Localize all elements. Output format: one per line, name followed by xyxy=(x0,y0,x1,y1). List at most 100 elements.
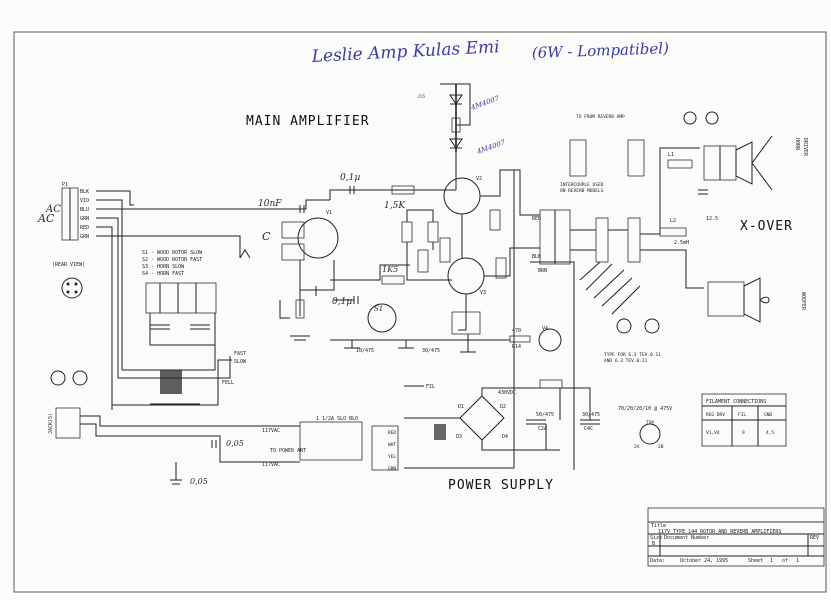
switch-slow-label: SLOW xyxy=(234,359,247,365)
filament-row-1-col-3: 4,5 xyxy=(766,430,774,436)
ot-red: RED xyxy=(532,216,541,222)
note-0-05-a: 0,05 xyxy=(226,439,244,448)
ac-label: AC xyxy=(37,212,55,225)
note-0-1u-b: 0,1µ xyxy=(332,297,352,307)
bridge-rectifier xyxy=(459,395,505,441)
tb-size-label: Size xyxy=(650,535,663,541)
handwritten-title: Leslie Amp Kulas Emi xyxy=(310,37,500,67)
cap-c8-value: 30/475 xyxy=(422,348,440,354)
p1-pin-4: GRN xyxy=(80,216,89,222)
tb-docnum-label: Document Number xyxy=(664,535,710,541)
tube-v2 xyxy=(443,177,481,215)
socket-top-label: TOP xyxy=(646,420,654,426)
cap-c2a-label: C2A xyxy=(538,426,547,432)
note-4m4007-a: 4M4007 xyxy=(469,94,501,112)
note-diode-top: D5 xyxy=(417,94,425,100)
tb-title-value: 117V TYPE 144 ROTOR AND REVERB AMPLIFIER… xyxy=(658,529,782,535)
note-0-05-b: 0,05 xyxy=(190,477,208,486)
voltage-430vdc: 430VDC xyxy=(498,390,516,396)
connector-p1: P1 BLK VIO BLU GRN RED GRN xyxy=(61,182,89,241)
p1-pin-5: RED xyxy=(80,225,89,231)
pt-wht-label: WHT xyxy=(388,442,396,448)
cap-c2a-value: 50/475 xyxy=(536,412,554,418)
switch-fell-label: FELL xyxy=(222,380,234,386)
tb-of-label: of xyxy=(782,558,789,564)
filament-row-1-col-1: V1,V4 xyxy=(706,430,720,436)
filament-connections-table: FILAMENT CONNECTIONS REG DRV FIL GND V1,… xyxy=(701,393,787,447)
pt-red-label: RED xyxy=(388,430,396,436)
p1-pin-1: BLK xyxy=(80,189,89,195)
handwritten-subtitle: (6W - Lompatibel) xyxy=(532,39,670,62)
filament-header-1: REG DRV xyxy=(706,412,725,418)
wire-bundle-hatch xyxy=(579,261,641,315)
ot-blk: BLK xyxy=(532,254,541,260)
l2-value: 2.5mH xyxy=(674,240,689,246)
note-0-1u-a: 0,1µ xyxy=(340,173,360,183)
r14-label: R14 xyxy=(512,344,521,350)
filament-table-title: FILAMENT CONNECTIONS xyxy=(706,399,766,405)
power-supply-title: POWER SUPPLY xyxy=(448,478,554,493)
driver-label: DRIVER xyxy=(802,138,808,157)
tube-v4-label: V4 xyxy=(542,326,548,332)
fil-label: FIL xyxy=(426,384,435,390)
voltage-117vac-a: 117VAC xyxy=(262,428,280,434)
tb-sheet-value: 1 xyxy=(770,558,774,564)
power-cord-label: TO POWER ANT xyxy=(270,448,306,454)
filament-header-3: GND xyxy=(764,412,772,418)
pt-yel-label: YEL xyxy=(388,454,396,460)
l1-label: L1 xyxy=(668,152,674,158)
crossover-reverb-models: ON REVERB MODELS xyxy=(560,188,604,194)
diode-d3: D3 xyxy=(456,434,462,440)
filament-row-1-col-2: 9 xyxy=(742,430,745,436)
sheet-border xyxy=(13,31,827,593)
note-c: C xyxy=(262,230,271,243)
ot-brn: BRN xyxy=(538,268,547,274)
note-4m4007-b: 4M4007 xyxy=(475,138,507,156)
tube-socket-note-2: AND 6.3 TEV.0.11 xyxy=(604,358,648,364)
note-10nf: 10nF xyxy=(258,199,282,209)
legend-s1: S1 - WOOD ROTOR SLOW xyxy=(142,250,203,256)
jack-label: JACK(S) xyxy=(48,413,54,434)
tube-v3 xyxy=(447,257,485,295)
tube-v4 xyxy=(538,328,562,352)
tube-v3-label: V3 xyxy=(480,290,486,296)
rectifier-note: 70/20/20/10 @ 475V xyxy=(618,406,672,412)
legend-s2: S2 - WOOD ROTOR FAST xyxy=(142,257,202,263)
ac-label-2: AC xyxy=(45,204,61,215)
tube-v2-label: V2 xyxy=(476,176,482,182)
crossover-c-value: 12.5 xyxy=(706,216,718,222)
p1-ref: P1 xyxy=(62,182,68,188)
main-amplifier-title: MAIN AMPLIFIER xyxy=(246,114,370,129)
crossover-reverb-label: TO FROM REVERB AMP xyxy=(576,114,625,120)
tb-of-value: 1 xyxy=(796,558,800,564)
fuse-label: 1 1/2A SLO BLO xyxy=(316,416,358,422)
diode-d2: D2 xyxy=(500,404,506,410)
diode-d1: D1 xyxy=(458,404,464,410)
x-over-title: X-OVER xyxy=(740,219,793,234)
l2-label: L2 xyxy=(670,218,676,224)
p1-pin-3: BLU xyxy=(80,207,89,213)
voltage-117vac-b: 117VAC xyxy=(262,462,280,468)
title-block xyxy=(647,507,825,567)
socket-2a-label: 2A xyxy=(634,444,640,450)
note-s1: S1 xyxy=(374,305,383,313)
tb-date-label: Date: xyxy=(650,558,666,564)
crossover-intercouple: INTERCOUPLE USED xyxy=(560,182,604,188)
tube-v1-label: V1 xyxy=(326,210,332,216)
tb-size-value: B xyxy=(652,541,656,547)
rear-view-label: (REAR VIEW) xyxy=(52,262,85,268)
switch-fast-label: FAST xyxy=(234,351,246,357)
power-transformer-secondary xyxy=(371,425,399,471)
pt-grn-label: GRN xyxy=(388,466,396,472)
tb-sheet-label: Sheet xyxy=(748,558,764,564)
tube-socket-note-1: TYPE FOR 6.3 TEV.0.11 xyxy=(604,352,661,358)
cap-c6-value: 10/475 xyxy=(356,348,374,354)
p1-pin-2: VIO xyxy=(80,198,89,204)
diode-d4: D4 xyxy=(502,434,508,440)
tb-date-value: October 24, 1995 xyxy=(680,558,729,564)
note-1k5: 1K5 xyxy=(382,265,398,274)
cap-c4c-value: 30/475 xyxy=(582,412,600,418)
legend-s3: S3 - HORN SLOW xyxy=(142,264,185,270)
legend-s4: S4 - HORN FAST xyxy=(142,271,184,277)
